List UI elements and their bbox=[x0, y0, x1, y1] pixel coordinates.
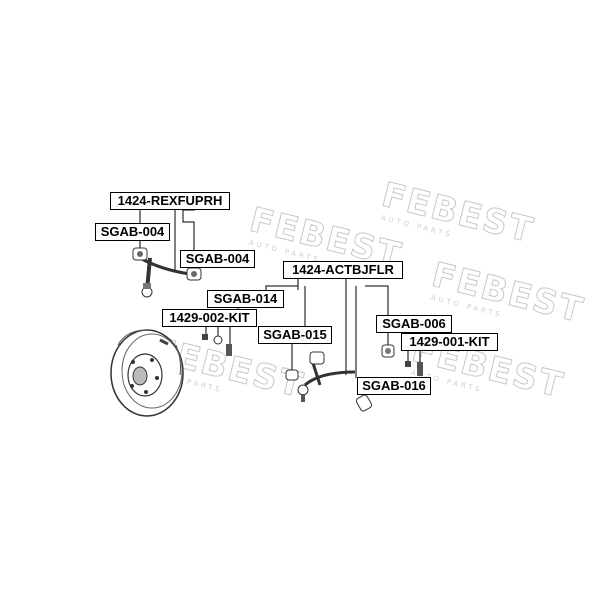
label-sgab-016[interactable]: SGAB-016 bbox=[357, 377, 431, 395]
bush-016-part bbox=[355, 394, 373, 412]
kit-001-parts bbox=[405, 361, 423, 376]
label-sgab-015[interactable]: SGAB-015 bbox=[258, 326, 332, 344]
label-1429-002-kit[interactable]: 1429-002-KIT bbox=[162, 309, 257, 327]
upper-rear-arm bbox=[132, 247, 202, 298]
label-sgab-006[interactable]: SGAB-006 bbox=[376, 315, 452, 333]
kit-002-parts bbox=[202, 334, 232, 356]
label-sgab-004-right[interactable]: SGAB-004 bbox=[180, 250, 255, 268]
label-sgab-004-left[interactable]: SGAB-004 bbox=[95, 223, 170, 241]
bush-006-part bbox=[381, 344, 395, 358]
label-sgab-014[interactable]: SGAB-014 bbox=[207, 290, 284, 308]
front-lower-arm bbox=[285, 351, 356, 402]
label-1424-actbjflr[interactable]: 1424-ACTBJFLR bbox=[283, 261, 403, 279]
label-1424-rexfuprh[interactable]: 1424-REXFUPRH bbox=[110, 192, 230, 210]
brake-disc bbox=[110, 329, 184, 417]
label-1429-001-kit[interactable]: 1429-001-KIT bbox=[401, 333, 498, 351]
